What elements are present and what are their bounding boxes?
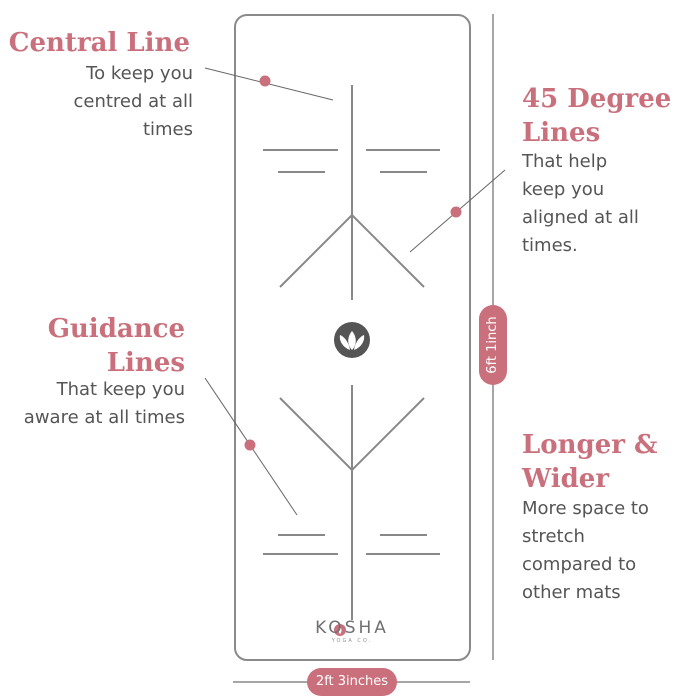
central-line-desc: To keep you centred at all times: [73, 63, 193, 140]
longer-wider-title: Longer & Wider: [522, 430, 658, 494]
upper-45-degree-lines: [279, 213, 425, 288]
width-dimension-label: 2ft 3inches: [315, 674, 389, 689]
width-dimension-badge: 2ft 3inches: [307, 668, 397, 696]
lower-45-degree-lines: [279, 397, 425, 472]
central-line-title: Central Line: [8, 28, 190, 58]
degree-lines-desc: That help keep you aligned at all times.: [522, 151, 639, 256]
degree-lines-dot: [450, 206, 462, 218]
guidance-lines-title: Guidance Lines: [47, 314, 185, 378]
height-dimension-badge: 6ft 1inch: [479, 305, 507, 385]
brand-lotus-icon: [334, 624, 346, 636]
degree-lines-title: 45 Degree Lines: [522, 84, 672, 148]
guidance-lines-desc: That keep you aware at all times: [23, 379, 185, 428]
central-line-dot: [259, 75, 271, 87]
brand-tagline: YOGA CO.: [331, 638, 373, 644]
lotus-logo-icon: [334, 322, 370, 358]
guidance-lines-dot: [244, 439, 256, 451]
brand-name: KOSHA: [315, 618, 389, 638]
longer-wider-desc: More space to stretch compared to other …: [522, 498, 649, 603]
height-dimension-label: 6ft 1inch: [485, 316, 500, 374]
